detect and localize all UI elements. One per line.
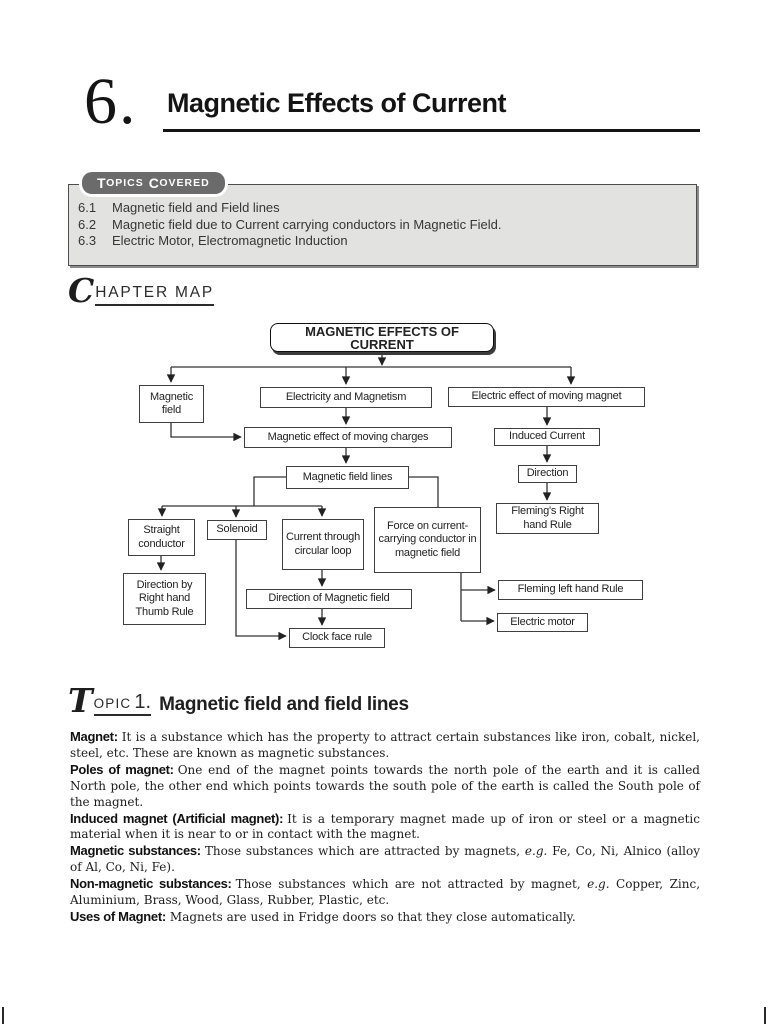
chart-node-electric-effect-of-moving-magnet: Electric effect of moving magnet [448, 387, 645, 407]
title-underline [163, 129, 700, 132]
chart-node-magnetic-field-lines: Magnetic field lines [286, 466, 409, 489]
topics-covered-badge: T OPICS C OVERED [82, 172, 225, 194]
heading-word: OPIC [93, 696, 132, 712]
chart-node-solenoid: Solenoid [207, 520, 267, 540]
topic-text: Electric Motor, Electromagnetic Inductio… [112, 233, 348, 248]
badge-text: OPICS [106, 176, 144, 189]
topic-1-heading: T OPIC 1. Magnetic field and field lines [68, 681, 409, 720]
chart-node-root: MAGNETIC EFFECTS OF CURRENT [270, 323, 494, 352]
definition-paragraph: Magnetic substances:Those substances whi… [70, 843, 700, 876]
definition-text: It is a substance which has the property… [70, 730, 700, 760]
definition-text: Magnets are used in Fridge doors so that… [169, 909, 576, 924]
definition-paragraph: Uses of Magnet:Magnets are used in Fridg… [70, 909, 700, 926]
topic-body: Magnet:It is a substance which has the p… [70, 729, 700, 926]
topic-text: Magnetic field due to Current carrying c… [112, 216, 502, 232]
topic-number: 6.3 [78, 233, 97, 248]
topics-list: 6.1 Magnetic field and Field lines 6.2 M… [78, 200, 688, 250]
definition-term: Non-magnetic substances: [70, 876, 232, 892]
badge-initial: C [148, 175, 160, 191]
heading-number: 1. [134, 690, 152, 713]
definition-eg: e.g. [587, 877, 610, 892]
topic-text: Magnetic field and Field lines [112, 200, 280, 215]
definition-term: Magnetic substances: [70, 843, 201, 859]
topics-list-item: 6.1 Magnetic field and Field lines [78, 200, 688, 217]
chart-node-direction-of-magnetic-field: Direction of Magnetic field [246, 589, 412, 609]
chapter-number: 6. [84, 65, 138, 138]
chart-node-magnetic-field: Magnetic field [139, 385, 204, 423]
chart-node-magnetic-effect-of-moving-charges: Magnetic effect of moving charges [244, 427, 452, 448]
page-edge-mark-right [764, 1007, 766, 1024]
chapter-map-heading: C HAPTER MAP [68, 271, 215, 310]
chart-node-electricity-and-magnetism: Electricity and Magnetism [260, 387, 432, 408]
definition-term: Induced magnet (Artificial magnet): [70, 810, 284, 826]
definition-term: Magnet: [70, 729, 118, 744]
definition-term: Uses of Magnet: [70, 908, 166, 924]
heading-text: HAPTER MAP [95, 285, 215, 306]
chart-node-induced-current: Induced Current [494, 428, 600, 446]
definition-text: Those substances which are attracted by … [204, 844, 525, 859]
chart-node-current-through-circular-loop: Current through circular loop [282, 519, 364, 570]
topic-title: Magnetic field and field lines [159, 693, 409, 715]
chart-node-right-hand-thumb-rule: Direction by Right hand Thumb Rule [123, 573, 206, 625]
topics-list-item: 6.3 Electric Motor, Electromagnetic Indu… [78, 233, 688, 250]
chart-node-direction: Direction [518, 465, 577, 483]
definition-text: Those substances which are not attracted… [235, 877, 588, 892]
definition-paragraph: Magnet:It is a substance which has the p… [70, 729, 700, 762]
topics-covered-box [68, 184, 697, 266]
definition-text: Fe, Co, Ni, Alnico (alloy of Al, Co, Ni,… [70, 844, 700, 875]
chart-node-force-on-conductor: Force on current-carrying conductor in m… [374, 507, 481, 573]
definition-paragraph: Induced magnet (Artificial magnet):It is… [70, 811, 700, 844]
page-edge-mark-left [2, 1007, 4, 1024]
definition-term: Poles of magnet: [70, 761, 174, 777]
definition-eg: e.g. [524, 844, 548, 859]
heading-initial: C [68, 271, 95, 310]
chart-node-straight-conductor: Straight conductor [128, 519, 195, 556]
badge-text: OVERED [159, 176, 210, 189]
chart-node-electric-motor: Electric motor [497, 613, 588, 632]
chart-node-clock-face-rule: Clock face rule [289, 628, 385, 648]
heading-underlined-part: OPIC 1. [93, 690, 152, 716]
badge-initial: T [97, 175, 107, 191]
definition-paragraph: Poles of magnet:One end of the magnet po… [70, 762, 700, 811]
chapter-title: Magnetic Effects of Current [167, 88, 507, 118]
definition-text: It is a temporary magnet made up of iron… [70, 811, 700, 842]
heading-initial: T [68, 681, 93, 720]
definition-text: Copper, Zinc, Aluminium, Brass, Wood, Gl… [70, 877, 701, 908]
topic-number: 6.2 [78, 216, 97, 232]
topic-number: 6.1 [78, 200, 97, 215]
definition-text: One end of the magnet points towards the… [70, 762, 700, 809]
topics-list-item: 6.2 Magnetic field due to Current carryi… [78, 217, 688, 234]
definition-paragraph: Non-magnetic substances:Those substances… [70, 876, 700, 909]
chart-node-flemings-right-hand-rule: Fleming's Right hand Rule [496, 503, 599, 534]
chart-node-fleming-left-hand-rule: Fleming left hand Rule [498, 580, 643, 600]
